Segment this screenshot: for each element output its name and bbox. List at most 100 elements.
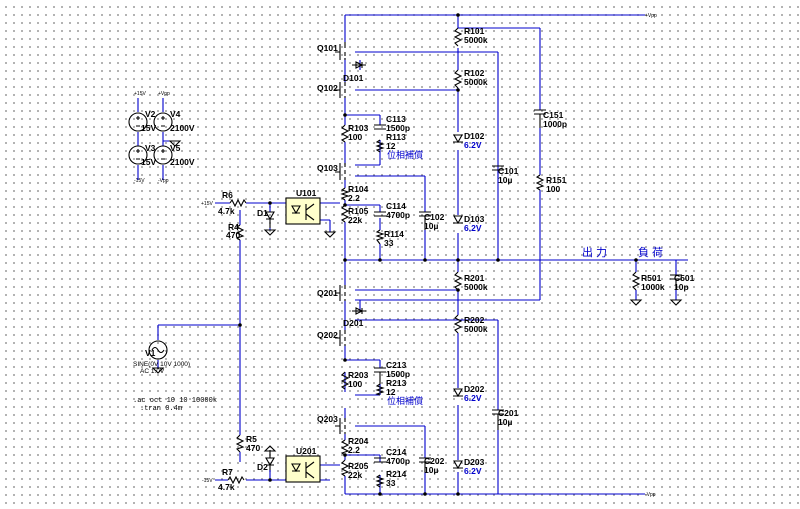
output-label: 出力 xyxy=(582,245,610,259)
cap-c201-symbol xyxy=(492,409,504,430)
cap-c501-symbol xyxy=(670,274,682,290)
u101-label: U101 xyxy=(296,188,317,198)
d201-label: D201 xyxy=(343,318,364,328)
cap-c214-symbol xyxy=(374,457,386,463)
rail-label-neg-v5: -Vpp xyxy=(158,178,169,184)
source-v5-symbol xyxy=(153,145,173,165)
v1-name: V1 xyxy=(145,348,156,358)
phase-compensation-note-1: 位相補償 xyxy=(387,149,423,161)
mosfet-q202-symbol xyxy=(335,330,346,346)
resistor-r204-symbol xyxy=(340,439,350,456)
r202-value: 5000k xyxy=(464,324,488,334)
rail-label-p15-input: +15V xyxy=(201,201,213,207)
v5-name: V5 xyxy=(170,143,181,153)
phase-compensation-note-2: 位相補償 xyxy=(387,395,423,407)
d2-label: D2 xyxy=(257,462,268,472)
r103-label: R103 xyxy=(348,123,369,133)
resistor-r202-symbol xyxy=(453,314,463,334)
r203-label: R203 xyxy=(348,370,369,380)
source-v2-symbol xyxy=(128,112,148,132)
r151-label: R151 xyxy=(546,175,567,185)
cap-c151-symbol xyxy=(534,109,546,128)
r104-label: R104 xyxy=(348,184,369,194)
optocoupler-u201-symbol xyxy=(285,455,321,483)
rail-label-n15-input: -15V xyxy=(202,478,213,484)
d103-label: D103 xyxy=(464,214,485,224)
rail-label-pos-v4: +Vpp xyxy=(158,91,170,97)
rail-label-pos: +Vpp xyxy=(645,13,657,19)
v5-value: 2100V xyxy=(170,157,195,167)
resistor-r105-symbol xyxy=(340,204,350,223)
zener-d202-symbol xyxy=(453,388,463,398)
r102-label: R102 xyxy=(464,68,485,78)
mosfet-q201-symbol xyxy=(335,285,346,301)
diode-d2-symbol xyxy=(265,450,275,470)
c501-value: 10p xyxy=(674,282,689,292)
r151-value: 100 xyxy=(546,184,560,194)
zener-d102-symbol xyxy=(453,134,463,144)
rail-label-neg: -Vpp xyxy=(645,492,656,498)
r103-value: 100 xyxy=(348,132,362,142)
r7-value: 4.7k xyxy=(218,482,235,492)
mosfet-q103-symbol xyxy=(335,163,346,180)
c151-label: C151 xyxy=(543,110,564,120)
ground-symbols xyxy=(151,140,683,452)
mosfet-q203-symbol xyxy=(335,418,346,434)
r102-value: 5000k xyxy=(464,77,488,87)
resistor-r201-symbol xyxy=(453,271,463,291)
r213-value: 12 xyxy=(386,387,396,397)
cap-c101-symbol xyxy=(492,165,504,171)
r204-value: 2.2 xyxy=(348,445,360,455)
resistor-r151-symbol xyxy=(535,174,545,191)
r501-value: 1000k xyxy=(641,282,665,292)
r203-value: 100 xyxy=(348,379,362,389)
component-symbols xyxy=(128,13,683,496)
v1-ac: AC 1.0V xyxy=(140,368,165,375)
source-v1-symbol xyxy=(148,340,168,360)
r214-label: R214 xyxy=(386,469,407,479)
zener-d203-symbol xyxy=(453,460,463,470)
c214-label: C214 xyxy=(386,447,407,457)
v2-name: V2 xyxy=(145,109,156,119)
cap-c114-symbol xyxy=(374,211,386,217)
r6-value: 4.7k xyxy=(218,206,235,216)
q203-label: Q203 xyxy=(317,414,338,424)
resistor-r203-symbol xyxy=(340,371,350,390)
rail-label-p15-v2: +15V xyxy=(134,91,146,97)
r202-label: R202 xyxy=(464,315,485,325)
d202-value: 6.2V xyxy=(464,393,482,403)
d101-label: D101 xyxy=(343,73,364,83)
resistor-r214-symbol xyxy=(375,474,385,488)
v3-name: V3 xyxy=(145,143,156,153)
q103-label: Q103 xyxy=(317,163,338,173)
diode-d101-symbol xyxy=(352,61,366,69)
c501-label: C501 xyxy=(674,273,695,283)
r104-value: 2.2 xyxy=(348,193,360,203)
resistor-r213-symbol xyxy=(375,383,385,396)
source-v3-symbol xyxy=(128,145,148,165)
cap-c213-symbol xyxy=(374,367,386,384)
c114-value: 4700p xyxy=(386,210,410,220)
d203-value: 6.2V xyxy=(464,466,482,476)
r501-label: R501 xyxy=(641,273,662,283)
r105-label: R105 xyxy=(348,206,369,216)
r201-label: R201 xyxy=(464,273,485,283)
resistor-r102-symbol xyxy=(453,69,463,89)
directive-ac: .ac oct 10 10 10000k xyxy=(133,397,217,405)
r204-label: R204 xyxy=(348,436,369,446)
c213-value: 1500p xyxy=(386,369,410,379)
r113-value: 12 xyxy=(386,141,396,151)
labels: +Vpp -Vpp +15V -15V +15V -15V +Vpp -Vpp … xyxy=(133,13,695,498)
c213-label: C213 xyxy=(386,360,407,370)
c202-label: C202 xyxy=(424,456,445,466)
resistor-r6-symbol xyxy=(229,198,247,208)
r5-label: R5 xyxy=(246,434,257,444)
r113-label: R113 xyxy=(386,132,406,142)
d1-label: D1 xyxy=(257,208,268,218)
r101-value: 5000k xyxy=(464,35,488,45)
d102-label: D102 xyxy=(464,131,485,141)
c113-label: C113 xyxy=(386,114,406,124)
cap-c202-symbol xyxy=(419,457,431,472)
d203-label: D203 xyxy=(464,457,485,467)
q202-label: Q202 xyxy=(317,330,338,340)
